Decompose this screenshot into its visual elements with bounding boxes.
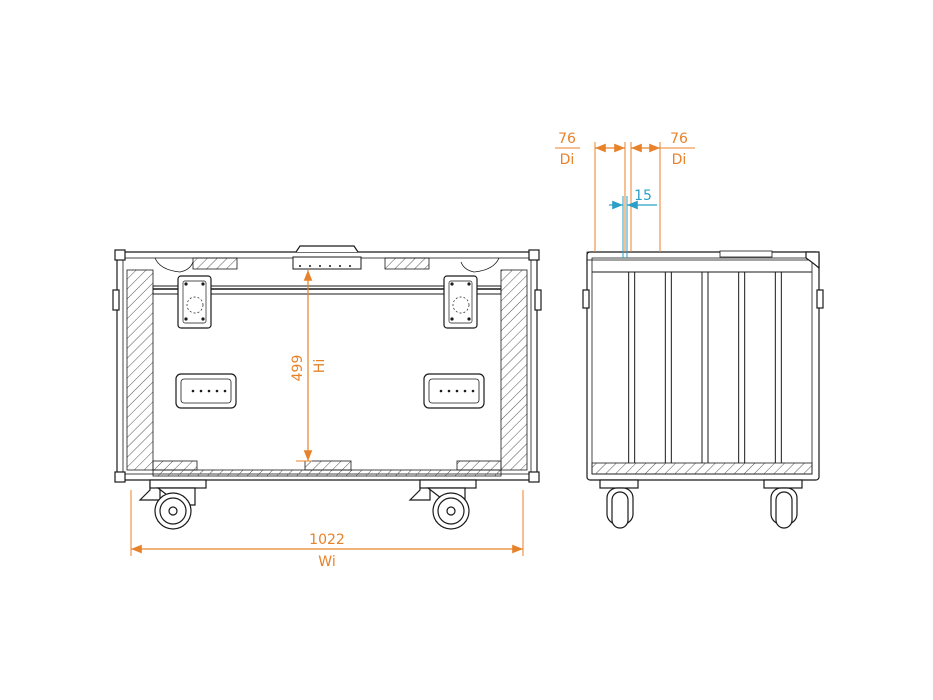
hinge-screw <box>450 317 454 321</box>
side-casters <box>599 479 803 529</box>
hinge-screw <box>184 282 188 286</box>
hinge-screw <box>467 282 471 286</box>
lid-handle-rivet <box>319 265 321 267</box>
corner-arc-right <box>460 257 500 273</box>
latch-left <box>112 289 120 311</box>
hinge-pivot <box>186 296 204 314</box>
bottom-block-right <box>456 460 502 471</box>
hinge-screw <box>201 317 205 321</box>
side-handle-left <box>175 373 237 409</box>
handle-rivet <box>471 389 475 393</box>
width-label: Wi <box>318 554 335 570</box>
lid-handle-rivet <box>329 265 331 267</box>
gap-value: 15 <box>634 188 652 204</box>
side-handle-right <box>423 373 485 409</box>
side-floor-panel <box>591 462 813 475</box>
hinge-plate-left <box>177 275 212 329</box>
lid-handle-rivet <box>339 265 341 267</box>
side-case-shell <box>586 251 820 481</box>
handle-rivet <box>463 389 467 393</box>
hinge-screw <box>450 282 454 286</box>
side-corner-right <box>805 251 820 270</box>
hinge-screw <box>467 317 471 321</box>
caster-side-left <box>599 479 639 529</box>
caster-side-right <box>763 479 803 529</box>
lid-handle-rivet <box>349 265 351 267</box>
top-block-right <box>384 257 430 270</box>
caster-front-right <box>408 479 477 530</box>
top-block-left <box>192 257 238 270</box>
hinge-screw <box>184 317 188 321</box>
front-casters <box>138 479 477 530</box>
height-dimension: 499 Hi <box>290 270 328 462</box>
floor-panel <box>152 469 502 477</box>
handle-rivet <box>215 389 219 393</box>
right-side-wall <box>500 269 528 471</box>
left-depth-value: 76 <box>558 131 576 147</box>
left-depth-label: Di <box>560 152 575 168</box>
handle-rivet <box>191 389 195 393</box>
lid-handle-rivet <box>299 265 301 267</box>
front-view <box>112 245 542 483</box>
hinge-pivot <box>452 296 470 314</box>
bottom-block-left <box>152 460 198 471</box>
handle-rivet <box>447 389 451 393</box>
hinge-screw <box>201 282 205 286</box>
width-dimension: 1022 Wi <box>130 490 524 570</box>
depth-dimensions: 76 Di 76 Di <box>555 131 695 252</box>
handle-rivet <box>199 389 203 393</box>
height-value: 499 <box>290 355 306 382</box>
width-value: 1022 <box>309 532 345 548</box>
corner-arc-left <box>154 257 194 273</box>
caster-front-left <box>138 479 207 530</box>
hinge-rail <box>152 285 502 295</box>
right-depth-value: 76 <box>670 131 688 147</box>
handle-rivet <box>455 389 459 393</box>
latch-right <box>534 289 542 311</box>
height-label: Hi <box>312 359 328 373</box>
side-view <box>582 250 824 481</box>
hinge-plate-right <box>443 275 478 329</box>
bottom-block-center <box>304 460 352 471</box>
handle-rivet <box>207 389 211 393</box>
side-dividers <box>592 271 812 463</box>
handle-rivet <box>439 389 443 393</box>
gap-dimension: 15 <box>609 188 657 258</box>
side-top-handle <box>719 250 773 258</box>
handle-rivet <box>223 389 227 393</box>
right-depth-label: Di <box>672 152 687 168</box>
left-side-wall <box>126 269 154 471</box>
lid-handle <box>295 245 359 253</box>
lid-handle-rivet <box>309 265 311 267</box>
front-hardware-details <box>184 265 475 393</box>
lid-handle-plate <box>292 256 362 270</box>
